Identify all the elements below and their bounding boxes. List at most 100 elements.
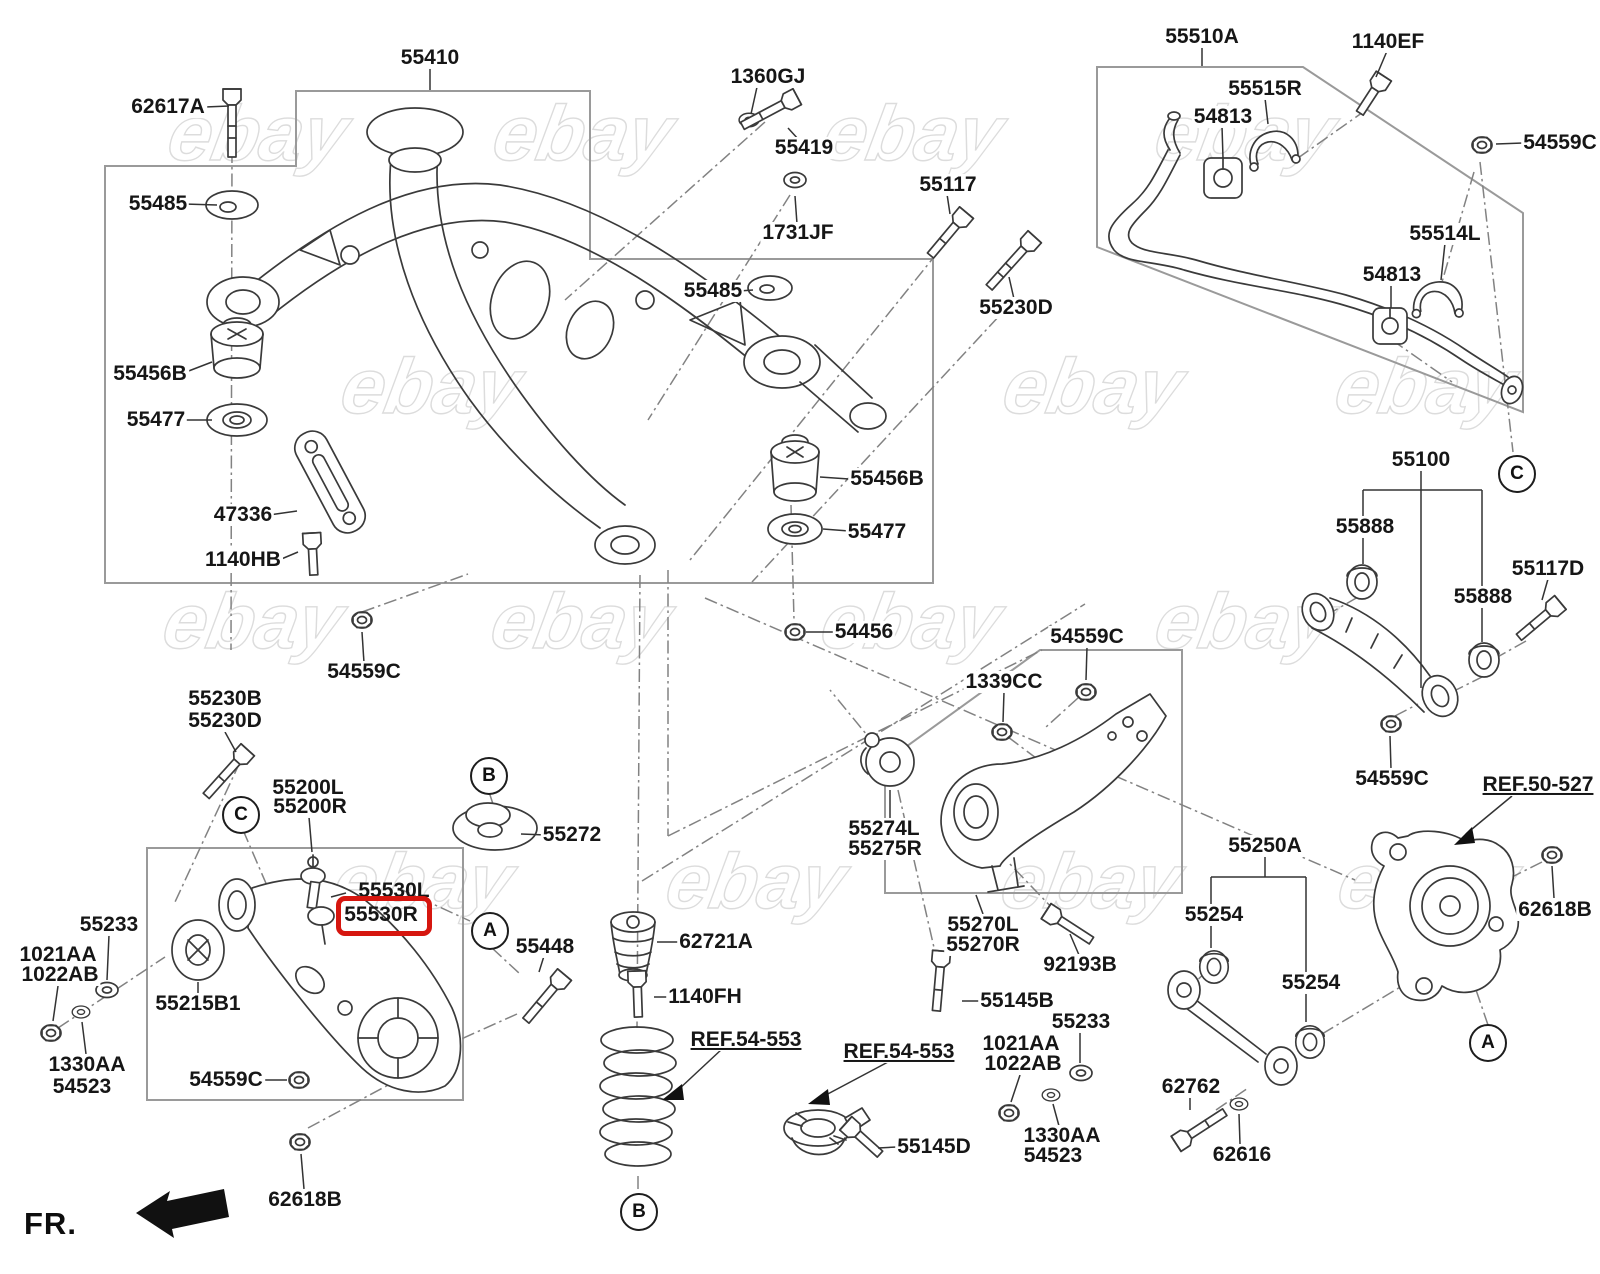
part-label-55254-2: 55254 bbox=[1279, 970, 1343, 995]
washer-55233-2-icon bbox=[1069, 1064, 1093, 1082]
highlight-box bbox=[336, 896, 432, 936]
part-label-54523-2: 54523 bbox=[1021, 1143, 1085, 1168]
part-label-92193B: 92193B bbox=[1041, 952, 1119, 977]
svg-text:ebay: ebay bbox=[997, 343, 1193, 430]
bolt-62617A-icon bbox=[222, 88, 242, 158]
part-label-54559C-2: 54559C bbox=[325, 659, 403, 684]
bolt-55145D-icon bbox=[838, 1115, 884, 1158]
bolt-55448-icon bbox=[522, 968, 573, 1025]
stopper-55477-2-icon bbox=[767, 513, 823, 545]
bushing-55456B-2-icon bbox=[770, 434, 820, 502]
bolt-1140HB-icon bbox=[301, 531, 323, 577]
coil-spring-drawing bbox=[599, 1026, 677, 1167]
subframe-crossmember-drawing bbox=[206, 107, 887, 565]
part-label-55456B: 55456B bbox=[111, 361, 189, 386]
bushing-54813-icon bbox=[1203, 157, 1243, 199]
part-label-55477-2: 55477 bbox=[845, 519, 909, 544]
stabilizer-bar-drawing bbox=[1108, 111, 1524, 405]
part-label-54813-2: 54813 bbox=[1360, 262, 1424, 287]
bolt-55145B-icon bbox=[930, 949, 952, 1012]
part-label-55233-2: 55233 bbox=[1049, 1009, 1113, 1034]
part-label-55145B: 55145B bbox=[978, 988, 1056, 1013]
lower-arm-55200-drawing bbox=[218, 878, 462, 1093]
bolt-1140FH-icon bbox=[626, 969, 648, 1018]
bolt-55117D-icon bbox=[1515, 594, 1567, 642]
part-label-55117: 55117 bbox=[917, 172, 979, 197]
part-label-55200L: 55200L bbox=[270, 775, 346, 800]
svg-text:ebay: ebay bbox=[335, 343, 531, 430]
part-label-55100: 55100 bbox=[1389, 447, 1453, 472]
part-label-55215B1: 55215B1 bbox=[153, 991, 243, 1016]
svg-text:ebay: ebay bbox=[995, 838, 1191, 925]
washer-62616-icon bbox=[1229, 1097, 1249, 1111]
part-label-55888-2: 55888 bbox=[1451, 584, 1515, 609]
ref-label-54-553-2: REF.54-553 bbox=[841, 1039, 957, 1064]
bushing-55254-icon bbox=[1198, 950, 1230, 984]
part-label-55514L: 55514L bbox=[1407, 221, 1483, 246]
part-label-55485: 55485 bbox=[126, 191, 190, 216]
part-label-54559C: 54559C bbox=[1521, 130, 1599, 155]
part-label-62762: 62762 bbox=[1159, 1074, 1223, 1099]
nut-54559C-2-icon bbox=[1471, 136, 1493, 154]
nut-1021AA-2-icon bbox=[998, 1104, 1020, 1122]
section-marker-c-2: C bbox=[1498, 455, 1536, 493]
nut-62618B-2-icon bbox=[1541, 846, 1563, 864]
part-label-1731JF: 1731JF bbox=[760, 220, 836, 245]
part-label-55485-2: 55485 bbox=[681, 278, 745, 303]
part-label-1140EF: 1140EF bbox=[1349, 29, 1427, 54]
bolt-55230D-icon bbox=[985, 229, 1043, 291]
svg-text:ebay: ebay bbox=[157, 578, 353, 665]
part-label-55270L: 55270L bbox=[945, 912, 1021, 937]
part-label-55200R: 55200R bbox=[271, 794, 349, 819]
part-label-54559C-4: 54559C bbox=[187, 1067, 265, 1092]
bolt-1140EF-icon bbox=[1355, 70, 1393, 117]
spring-pad-55272-icon bbox=[452, 802, 538, 851]
part-label-1021AA: 1021AA bbox=[17, 942, 99, 967]
part-label-55230B: 55230B bbox=[186, 686, 264, 711]
link-55530-icon bbox=[300, 854, 335, 945]
stopper-55477-icon bbox=[206, 403, 268, 437]
part-label-55254: 55254 bbox=[1182, 902, 1246, 927]
svg-text:ebay: ebay bbox=[485, 578, 681, 665]
part-label-55274L: 55274L bbox=[846, 816, 922, 841]
nut-54559C-5-icon bbox=[288, 1071, 310, 1089]
svg-text:ebay: ebay bbox=[1149, 90, 1345, 177]
washer-55485-icon bbox=[205, 190, 259, 220]
part-label-1022AB: 1022AB bbox=[19, 962, 101, 987]
svg-text:ebay: ebay bbox=[660, 838, 856, 925]
part-label-55530R-highlighted: 55530R bbox=[344, 902, 418, 926]
front-direction-arrow bbox=[136, 1189, 229, 1238]
bushing-54813-2-icon bbox=[1372, 307, 1408, 345]
front-indicator-label: FR. bbox=[24, 1206, 77, 1241]
part-label-47336: 47336 bbox=[211, 502, 275, 527]
part-label-55510A: 55510A bbox=[1163, 24, 1241, 49]
nut-62618B-icon bbox=[289, 1133, 311, 1151]
part-label-62721A: 62721A bbox=[677, 929, 755, 954]
part-label-54559C-3: 54559C bbox=[1048, 624, 1126, 649]
assembly-boundary-boxes bbox=[104, 66, 1524, 1101]
bolt-55117-icon bbox=[926, 206, 975, 259]
nut-54559C-icon bbox=[351, 611, 373, 629]
part-label-55230D: 55230D bbox=[977, 295, 1055, 320]
ref-label-54-553: REF.54-553 bbox=[688, 1027, 804, 1052]
svg-text:ebay: ebay bbox=[1329, 343, 1525, 430]
section-marker-b-2: B bbox=[620, 1193, 658, 1231]
bolt-62762-icon bbox=[1170, 1108, 1228, 1153]
section-marker-c-1: C bbox=[222, 796, 260, 834]
section-marker-a-1: A bbox=[471, 912, 509, 950]
washer-1330AA-2-icon bbox=[1041, 1088, 1061, 1102]
part-label-1022AB-2: 1022AB bbox=[982, 1051, 1064, 1076]
knuckle-drawing bbox=[1370, 830, 1520, 1002]
bolt-55230B-icon bbox=[202, 742, 256, 800]
part-label-55515R: 55515R bbox=[1226, 76, 1304, 101]
bolt-55419-icon bbox=[739, 87, 803, 131]
part-label-55448: 55448 bbox=[513, 934, 577, 959]
bushing-55254-2-icon bbox=[1294, 1025, 1326, 1059]
part-label-55270R: 55270R bbox=[944, 932, 1022, 957]
part-label-55250A: 55250A bbox=[1226, 833, 1304, 858]
svg-text:ebay: ebay bbox=[817, 90, 1013, 177]
part-label-1330AA-2: 1330AA bbox=[1021, 1123, 1103, 1148]
bolt-92193B-icon bbox=[1040, 902, 1095, 945]
